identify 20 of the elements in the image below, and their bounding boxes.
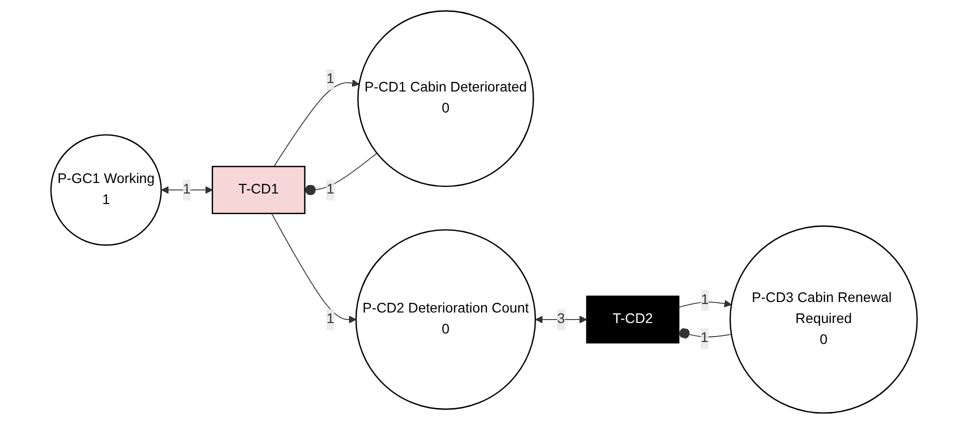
node-circle: P-GC1 Working 1 <box>50 134 162 246</box>
node-box: T-CD2 <box>586 296 680 344</box>
edge-label: 1 <box>700 330 708 346</box>
edge-label: 1 <box>326 312 334 326</box>
edge-label: 1 <box>326 72 334 87</box>
edge-label: 3 <box>557 312 565 326</box>
arrow <box>161 186 213 194</box>
edge-label: 1 <box>700 292 709 308</box>
node-circle: P-CD1 Cabin Deteriorated 0 <box>357 10 534 188</box>
connector <box>304 152 378 196</box>
arrow <box>678 300 732 308</box>
edge-label: 1 <box>326 182 334 197</box>
arrow <box>535 316 587 324</box>
edge-label: 1 <box>182 182 191 197</box>
arrow <box>273 79 360 167</box>
arrow <box>271 213 356 324</box>
node-circle: P-CD2 Deterioration Count 0 <box>355 229 536 410</box>
node-box: T-CD1 <box>212 166 306 214</box>
connector <box>678 328 732 339</box>
node-circle: P-CD3 Cabin Renewal Required 0 <box>729 225 918 414</box>
